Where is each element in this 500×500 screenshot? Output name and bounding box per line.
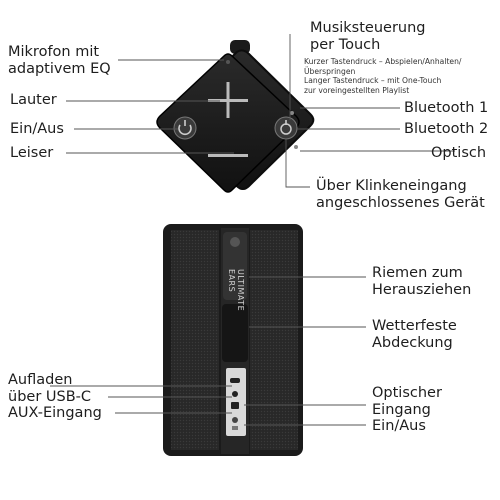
- strap-brand-print: ULTIMATE EARS: [227, 269, 245, 312]
- weatherproof-cover[interactable]: [222, 304, 248, 362]
- power-button-top[interactable]: [173, 116, 197, 140]
- microphone-dot: [226, 60, 230, 64]
- speaker-top-view: [156, 40, 315, 193]
- usb-c-port[interactable]: [230, 378, 240, 383]
- bluetooth-led-dot: [290, 111, 294, 115]
- label-quieter: Leiser: [10, 145, 54, 161]
- optical-port[interactable]: [231, 402, 239, 409]
- label-optical: Optisch: [431, 145, 487, 161]
- label-music-control: Musiksteuerung per Touch: [310, 20, 426, 53]
- label-aux-input: AUX-Eingang: [8, 405, 102, 421]
- label-microphone: Mikrofon mit adaptivem EQ: [8, 44, 111, 77]
- aux-port[interactable]: [232, 391, 238, 397]
- label-power-top: Ein/Aus: [10, 121, 64, 137]
- fabric-left: [171, 230, 219, 450]
- strap[interactable]: [223, 232, 247, 300]
- label-aux-device: Über Klinkeneingang angeschlossenes Gerä…: [316, 178, 485, 211]
- label-music-details: Kurzer Tastendruck – Abspielen/Anhalten/…: [304, 57, 462, 95]
- volume-up-button[interactable]: [208, 82, 248, 118]
- music-touch-button[interactable]: [274, 116, 298, 140]
- fabric-right: [250, 230, 298, 450]
- power-button-bottom[interactable]: [232, 417, 238, 423]
- volume-down-button[interactable]: [208, 154, 248, 157]
- label-louder: Lauter: [10, 92, 57, 108]
- label-charge-usb-c: Aufladen über USB-C: [8, 372, 92, 405]
- label-optical-input: Optischer Eingang: [372, 385, 442, 418]
- label-strap: Riemen zum Herausziehen: [372, 265, 472, 298]
- port-led: [232, 426, 238, 430]
- label-power-bottom: Ein/Aus: [372, 418, 426, 434]
- leader-lines: [50, 34, 455, 426]
- strap-button: [230, 237, 240, 247]
- label-bluetooth-1: Bluetooth 1: [404, 100, 489, 116]
- top-panel-body: [156, 53, 300, 193]
- label-weatherproof-cover: Wetterfeste Abdeckung: [372, 318, 457, 351]
- optical-led-dot: [294, 145, 298, 149]
- label-bluetooth-2: Bluetooth 2: [404, 121, 489, 137]
- speaker-side-view: [163, 224, 303, 456]
